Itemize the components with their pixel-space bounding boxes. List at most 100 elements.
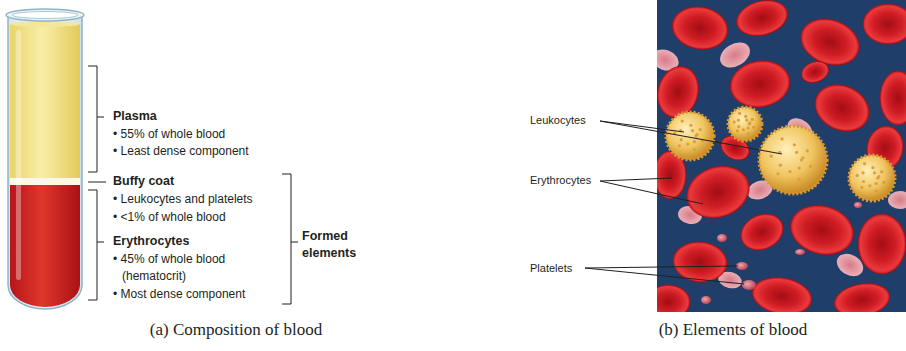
leukocyte-texture xyxy=(693,148,696,151)
leukocyte-texture xyxy=(868,184,871,187)
erythrocyte-bracket xyxy=(88,190,104,300)
cell-label: Platelets xyxy=(530,262,572,275)
erythrocyte xyxy=(807,76,876,140)
leukocyte-texture xyxy=(747,126,750,129)
layer-name: Plasma xyxy=(113,108,157,125)
figure-caption: (b) Elements of blood xyxy=(583,320,883,340)
leukocyte-texture xyxy=(738,112,741,115)
leukocyte-texture xyxy=(748,121,751,124)
leukocyte-texture xyxy=(681,119,684,122)
bullet-note: • 45% of whole blood (hematocrit) xyxy=(113,251,262,285)
erythrocyte-leader xyxy=(600,178,672,181)
tube-opening xyxy=(12,12,78,19)
leukocyte-texture xyxy=(752,126,755,129)
test-tube xyxy=(6,9,84,309)
erythrocyte xyxy=(732,0,791,41)
leukocyte-texture xyxy=(779,164,782,167)
leukocyte-texture xyxy=(797,178,800,181)
glass-highlight xyxy=(16,30,21,280)
leukocyte-texture xyxy=(737,125,740,128)
leukocyte xyxy=(759,126,827,194)
leukocyte-texture xyxy=(680,138,683,141)
leukocyte-texture xyxy=(695,133,698,136)
figure-caption: (a) Composition of blood xyxy=(86,320,386,340)
leukocyte-texture xyxy=(806,149,809,152)
erythrocyte xyxy=(669,2,731,53)
layer-name: Erythrocytes xyxy=(113,233,189,250)
erythrocyte xyxy=(794,11,865,73)
leukocyte-texture xyxy=(770,155,773,158)
leukocyte-texture xyxy=(751,118,754,121)
leukocyte-texture xyxy=(699,128,702,131)
platelet-leader xyxy=(585,266,738,268)
platelet xyxy=(717,234,727,242)
leader-lines xyxy=(585,121,782,284)
platelet xyxy=(854,202,862,208)
erythrocyte xyxy=(726,56,793,112)
leukocyte-texture xyxy=(793,143,796,146)
leukocyte-texture xyxy=(693,140,696,143)
leukocyte-body xyxy=(759,126,827,194)
leukocyte-texture xyxy=(691,129,694,132)
leukocyte-texture xyxy=(795,151,798,154)
leukocyte-texture xyxy=(678,144,681,147)
leukocyte-texture xyxy=(863,162,866,165)
blood-micrograph xyxy=(657,0,906,312)
leukocyte-texture xyxy=(788,170,791,173)
leukocyte-texture xyxy=(733,120,736,123)
erythrocyte xyxy=(858,214,906,274)
leukocyte-texture xyxy=(861,171,864,174)
leukocyte-texture xyxy=(801,156,804,159)
erythrocyte xyxy=(785,199,859,262)
bullet-note: • Least dense component xyxy=(113,143,249,160)
layer-name: Buffy coat xyxy=(113,173,174,190)
leukocyte-texture xyxy=(873,171,876,174)
erythrocyte-leader xyxy=(600,181,703,204)
leukocyte-texture xyxy=(737,119,740,122)
buffy-coat-leader xyxy=(88,182,106,183)
leukocyte-leader xyxy=(600,121,782,154)
erythrocyte xyxy=(863,4,906,44)
leukocyte-texture xyxy=(875,182,878,185)
erythrocyte xyxy=(679,158,756,227)
leukocyte-texture xyxy=(736,129,739,132)
leukocyte-texture xyxy=(856,174,859,177)
tube-rim xyxy=(6,9,84,21)
leukocyte-texture xyxy=(871,166,874,169)
tube-glass xyxy=(8,16,82,309)
group-name: Formed elements xyxy=(302,228,364,262)
platelet xyxy=(701,296,711,304)
leukocyte-texture xyxy=(744,115,747,118)
micrograph-ground xyxy=(657,0,906,312)
platelet xyxy=(742,280,756,290)
leukocyte-texture xyxy=(780,137,783,140)
leukocyte-texture xyxy=(686,143,689,146)
leukocyte-body xyxy=(849,155,895,201)
leukocyte-texture xyxy=(860,186,863,189)
erythrocyte xyxy=(749,273,814,312)
cell-label: Erythrocytes xyxy=(530,174,591,187)
plasma-bracket xyxy=(88,66,104,172)
bullet-note: • Leukocytes and platelets xyxy=(113,191,253,208)
cell-label: Leukocytes xyxy=(530,114,586,127)
leukocyte-texture xyxy=(746,132,749,135)
leukocyte xyxy=(666,112,714,160)
leukocyte-texture xyxy=(862,180,865,183)
leukocyte-texture xyxy=(742,128,745,131)
leukocyte-leader xyxy=(600,121,684,132)
leukocyte-texture xyxy=(875,190,878,193)
erythrocyte xyxy=(832,279,893,312)
platelet-leader xyxy=(585,268,744,284)
erythrocyte xyxy=(798,58,831,86)
bullet-note: • <1% of whole blood xyxy=(113,209,226,226)
leukocyte-texture xyxy=(809,165,812,168)
leukocyte-texture xyxy=(745,119,748,122)
erythrocyte xyxy=(657,285,690,312)
plasma-surface xyxy=(10,21,80,27)
leukocyte-texture xyxy=(877,175,880,178)
bullet-note: • 55% of whole blood xyxy=(113,126,225,143)
distant-erythrocyte xyxy=(888,191,906,209)
leukocyte-body xyxy=(666,112,714,160)
formed-elements-bracket xyxy=(282,174,298,304)
leukocyte xyxy=(728,107,762,141)
